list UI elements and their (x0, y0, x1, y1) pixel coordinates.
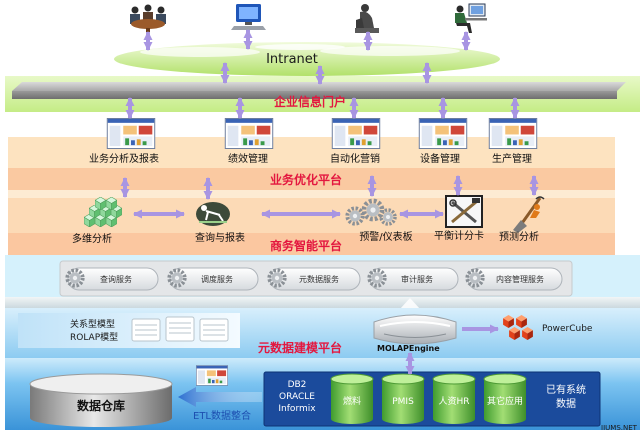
system-other: 其它应用 (483, 373, 527, 424)
workstation-user-icon (455, 3, 487, 33)
app-business-analysis: 业务分析及报表 (89, 118, 159, 165)
screenshot-thumbnail (418, 118, 468, 149)
molap-label: MOLAPEngine (377, 344, 440, 353)
service-audit: 审计服务 (367, 267, 459, 291)
powercube: PowerCube (503, 315, 593, 340)
db-label: DB2 (288, 380, 307, 390)
app-label: 自动化营销 (330, 152, 380, 165)
system-hr: 人资HR (432, 373, 476, 424)
service-label: 内容管理服务 (496, 274, 544, 284)
molap-engine: MOLAPEngine (373, 314, 457, 353)
app-performance: 绩效管理 (224, 118, 274, 165)
data-band: 数据仓库 ETL数据整合 DB2 ORACLE Informix 燃料 PMIS (5, 358, 640, 432)
app-list: 业务分析及报表 绩效管理 自动化营销 设备管理 生产管理 (89, 118, 538, 165)
portal-label: 企业信息门户 (273, 94, 346, 109)
app-label: 生产管理 (492, 152, 532, 165)
service-schedule: 调度服务 (167, 267, 259, 291)
app-production: 生产管理 (488, 118, 538, 165)
service-query: 查询服务 (65, 267, 159, 291)
app-equipment: 设备管理 (418, 118, 468, 165)
connector-arrows (120, 29, 539, 375)
transition-slab (5, 297, 640, 309)
warehouse-label: 数据仓库 (77, 398, 125, 413)
system-label: 人资HR (438, 396, 469, 407)
db-label: Informix (278, 404, 316, 414)
up-arrow-marker (400, 298, 420, 309)
etl-label: ETL数据整合 (193, 409, 251, 422)
tool-alert-dashboard: 预警/仪表板 (345, 201, 413, 243)
meeting-icon (130, 4, 166, 33)
powercube-label: PowerCube (542, 324, 593, 334)
platform-gap (8, 190, 615, 198)
app-label: 业务分析及报表 (89, 152, 159, 165)
metadata-platform-label: 元数据建模平台 (258, 340, 342, 355)
scorecard-tools-icon (445, 195, 483, 228)
relational-model-label: 关系型模型 (70, 318, 115, 330)
system-fuel: 燃料 (330, 373, 374, 424)
user-icons (130, 3, 487, 33)
screenshot-thumbnail (106, 118, 156, 149)
screenshot-thumbnail (488, 118, 538, 149)
bi-platform-label: 商务智能平台 (270, 238, 342, 253)
relational-model-box: 关系型模型 ROLAP模型 (18, 313, 240, 348)
tool-label: 平衡计分卡 (434, 229, 484, 242)
service-label: 元数据服务 (299, 274, 339, 284)
database-cylinder-icon (29, 373, 173, 427)
thinker-statue-icon (355, 4, 379, 33)
tool-label: 预测分析 (499, 230, 539, 243)
optimization-platform: 业务优化平台 (8, 137, 615, 190)
optimization-platform-label: 业务优化平台 (270, 172, 342, 187)
gear-icon (465, 268, 485, 288)
screenshot-thumbnail (224, 118, 274, 149)
app-marketing: 自动化营销 (330, 118, 381, 165)
service-metadata: 元数据服务 (267, 267, 361, 291)
intranet-label: Intranet (266, 52, 318, 67)
service-label: 调度服务 (201, 274, 233, 284)
service-content: 内容管理服务 (465, 267, 563, 291)
app-label: 绩效管理 (228, 152, 268, 165)
app-label: 设备管理 (420, 152, 460, 165)
service-label: 审计服务 (401, 274, 433, 284)
screenshot-thumbnail (331, 118, 381, 149)
tool-label: 预警/仪表板 (359, 230, 412, 243)
gear-icon (65, 268, 85, 288)
intranet-cloud: Intranet (114, 42, 500, 76)
tool-multidimensional: 多维分析 (72, 197, 122, 245)
service-label: 查询服务 (100, 274, 132, 284)
gear-icon (367, 268, 387, 288)
tool-forecast: 预测分析 (499, 196, 545, 243)
data-warehouse: 数据仓库 (29, 373, 173, 427)
system-pmis: PMIS (381, 373, 425, 424)
tool-balanced-scorecard: 平衡计分卡 (434, 195, 484, 242)
legacy-label: 数据 (556, 397, 576, 410)
metadata-band: 关系型模型 ROLAP模型 MOLAPEngine (5, 308, 640, 358)
query-report-icon (196, 202, 230, 226)
rolap-model-label: ROLAP模型 (70, 332, 118, 343)
tool-query-report: 查询与报表 (195, 202, 245, 244)
watermark: IIUMS.NET (601, 424, 638, 432)
shovel-icon (513, 196, 545, 233)
molap-engine-icon (373, 314, 457, 345)
table-diagram-icon (131, 316, 229, 342)
gear-icon (167, 268, 187, 288)
legacy-label: 已有系统 (546, 383, 586, 396)
bi-tool-list: 多维分析 查询与报表 预警/仪表板 (72, 195, 545, 245)
computer-icon (231, 4, 266, 30)
gear-icon (267, 268, 287, 288)
screenshot-thumbnail (196, 365, 228, 386)
services-band: 查询服务 调度服务 元数据服务 审计服务 内容管理服务 (5, 255, 640, 298)
system-label: PMIS (392, 397, 414, 407)
tool-label: 查询与报表 (195, 231, 245, 244)
portal-band: 企业信息门户 (5, 76, 640, 112)
system-label: 其它应用 (487, 395, 523, 407)
system-label: 燃料 (343, 395, 361, 407)
source-systems-box: DB2 ORACLE Informix 燃料 PMIS 人资HR (263, 371, 601, 427)
db-label: ORACLE (279, 392, 315, 402)
etl-arrow (178, 387, 262, 407)
tool-label: 多维分析 (72, 232, 112, 245)
